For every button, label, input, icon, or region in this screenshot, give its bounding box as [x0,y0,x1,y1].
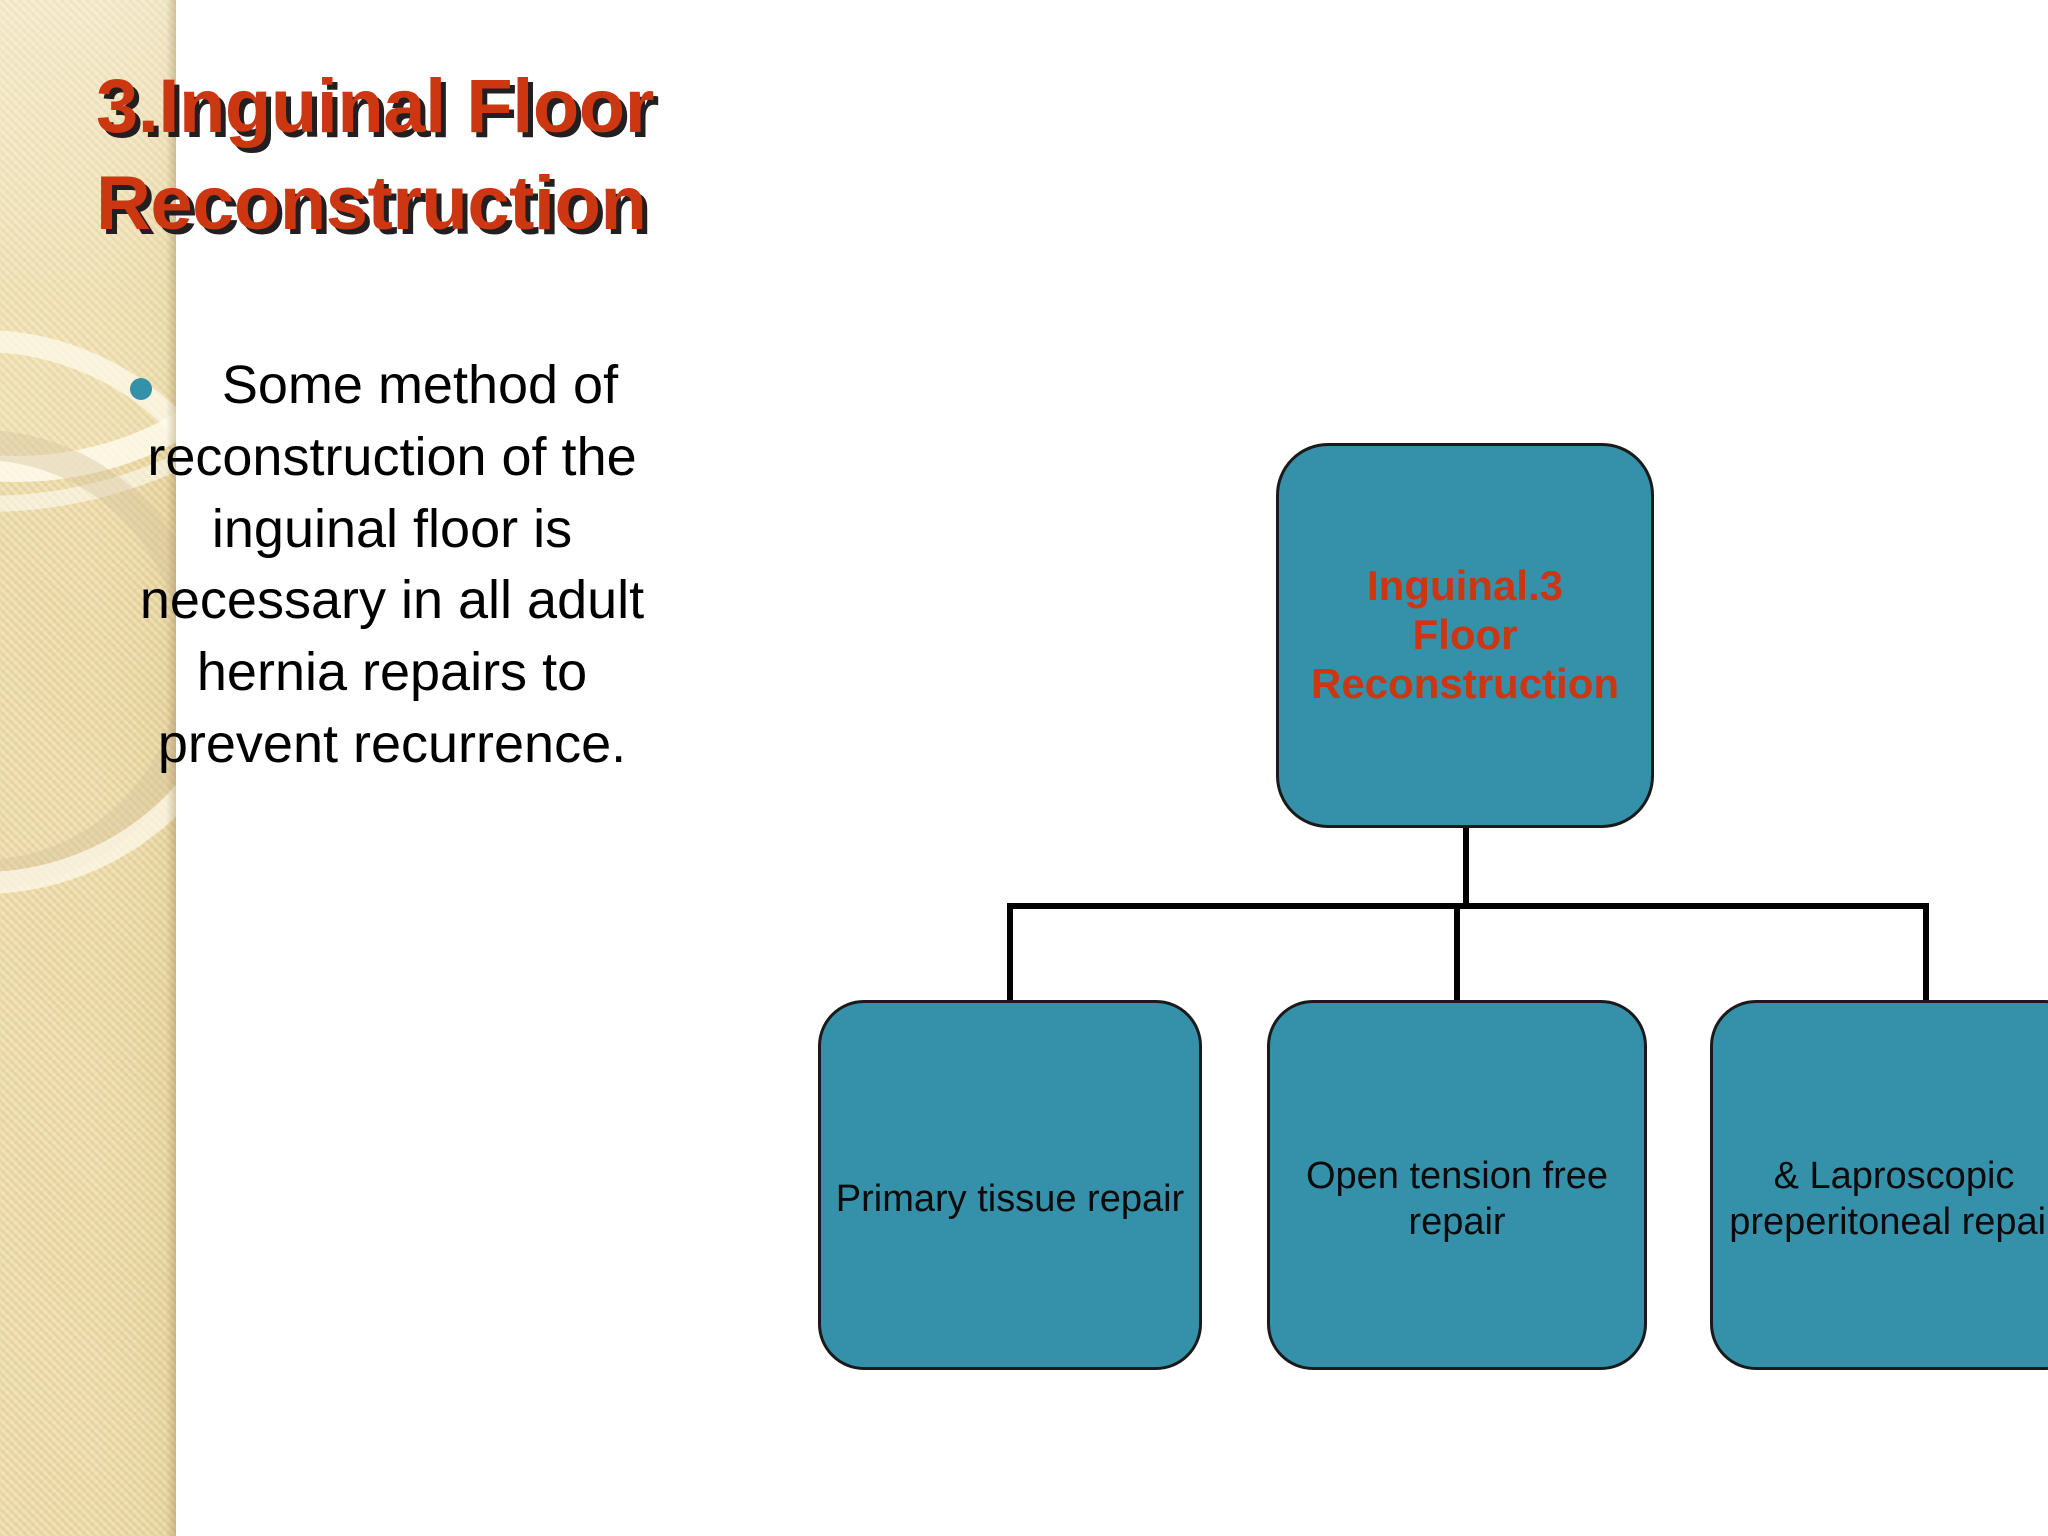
org-node-root[interactable]: Inguinal.3 Floor Reconstruction [1276,443,1654,828]
decorative-band-edge [166,0,176,1536]
org-node-open-tension-free-repair[interactable]: Open tension free repair [1267,1000,1647,1370]
org-node-root-label: Inguinal.3 Floor Reconstruction [1310,562,1620,707]
connector-drop-2 [1454,903,1460,1003]
body-content: Some method of reconstruction of the ing… [112,350,672,781]
list-item: Some method of reconstruction of the ing… [112,350,672,781]
connector-drop-1 [1007,903,1013,1003]
org-node-child-label: Open tension free repair [1305,1154,1609,1243]
org-node-child-label: Primary tissue repair [835,1177,1185,1220]
connector-root-stem [1463,828,1469,908]
bullet-dot-icon [130,378,152,400]
org-node-laproscopic-preperitoneal-repair[interactable]: & Laproscopic preperitoneal repair [1710,1000,2048,1370]
connector-drop-3 [1923,903,1929,1003]
org-node-primary-tissue-repair[interactable]: Primary tissue repair [818,1000,1202,1370]
slide-title: 3.Inguinal Floor Reconstruction [96,64,654,247]
org-node-child-label: & Laproscopic preperitoneal repair [1729,1154,2048,1243]
bullet-text: Some method of reconstruction of the ing… [139,355,645,775]
connector-horizontal-bar [1007,903,1929,909]
